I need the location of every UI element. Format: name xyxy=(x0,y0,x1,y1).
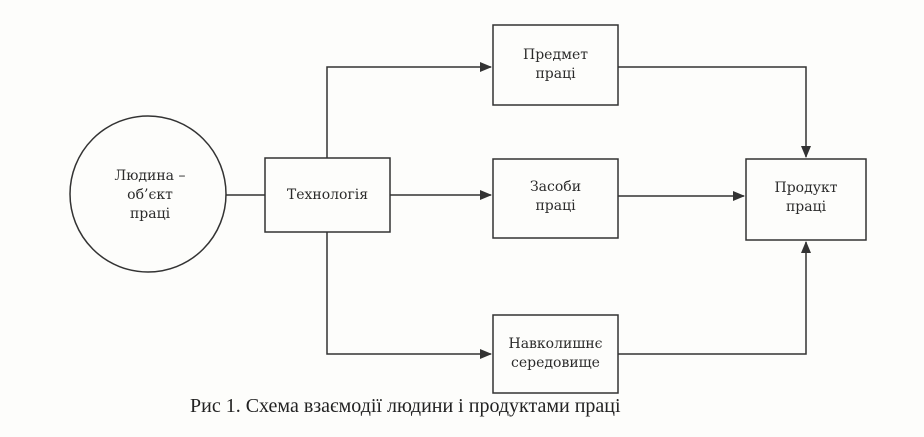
edge-technology-subject xyxy=(326,62,492,158)
node-means-label-line-2: праці xyxy=(535,197,576,214)
node-means-label: Засоби праці xyxy=(493,157,618,236)
node-means-label-line-1: Засоби xyxy=(529,178,582,195)
node-human-label-line-1: Людина – xyxy=(114,167,186,184)
node-human-label-line-3: праці xyxy=(129,205,171,222)
edge-subject-product xyxy=(618,66,811,158)
node-technology-label: Технологія xyxy=(265,158,390,232)
node-technology-label-line-1: Технологія xyxy=(286,186,369,203)
node-product-label-line-2: праці xyxy=(785,198,827,215)
node-subject-label-line-2: праці xyxy=(535,66,576,82)
node-product-label-line-1: Продукт xyxy=(774,179,838,196)
node-environment-label: Навколишнє середовище xyxy=(493,315,618,393)
node-product-label: Продукт праці xyxy=(746,157,866,238)
node-subject-shape xyxy=(492,24,619,106)
node-human-label-line-2: об’єкт xyxy=(127,186,173,203)
node-subject-label-line-1: Предмет xyxy=(523,47,588,63)
figure-caption: Рис 1. Схема взаємодії людини і продукта… xyxy=(190,395,621,417)
node-product-shape xyxy=(745,158,867,241)
node-subject-label: Предмет праці xyxy=(493,25,618,105)
node-environment-label-line-2: середовище xyxy=(511,355,600,371)
node-means-shape xyxy=(492,158,619,239)
edge-environment-product xyxy=(618,241,811,355)
node-human-label: Людина – об’єкт праці xyxy=(75,140,225,250)
node-environment-label-line-1: Навколишнє xyxy=(508,336,603,352)
node-human-shape xyxy=(69,115,227,273)
edge-technology-environment xyxy=(326,232,492,359)
